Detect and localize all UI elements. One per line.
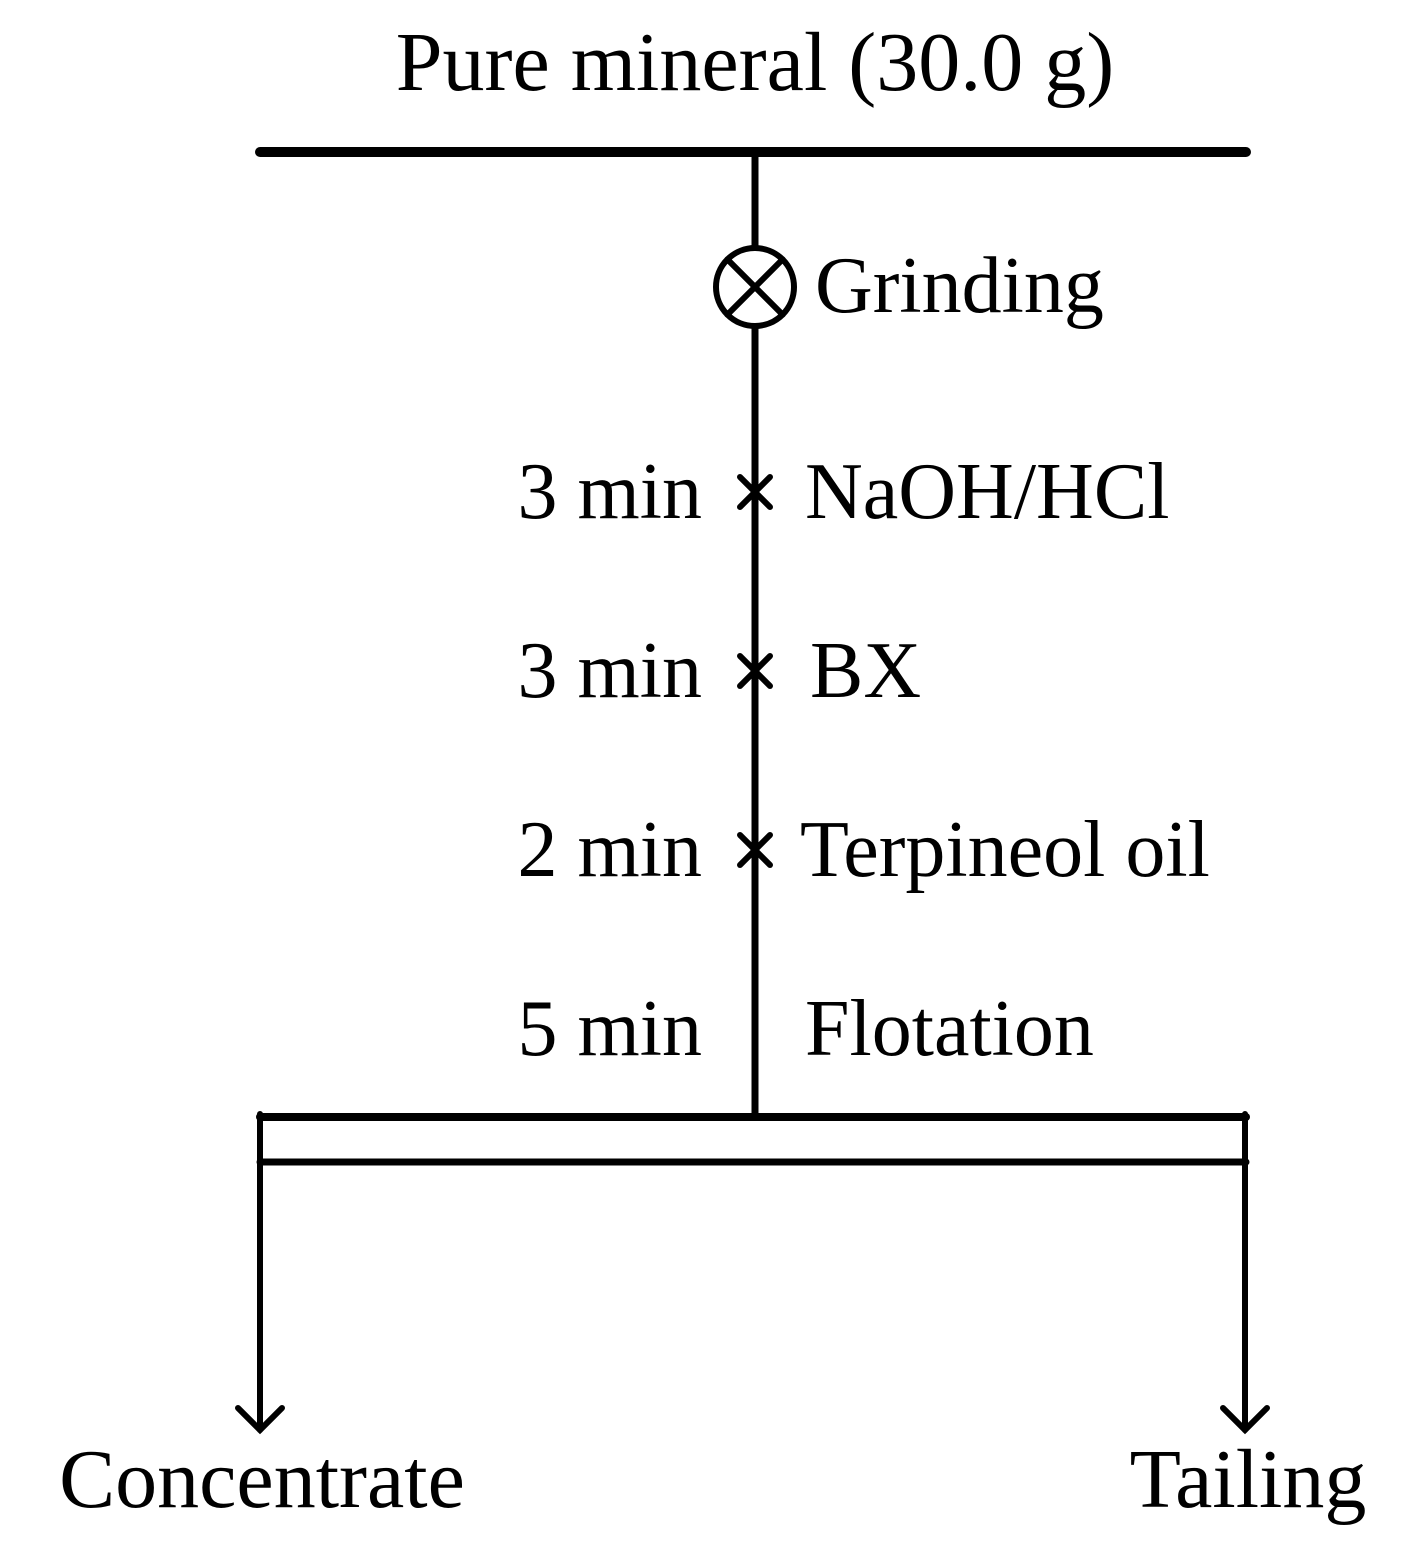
step-time: 5 min: [518, 985, 702, 1073]
step-time: 2 min: [518, 806, 702, 894]
concentrate-arrow: [235, 1159, 285, 1435]
addition-cross-icon: [737, 832, 773, 868]
tailing-label: Tailing: [1130, 1433, 1367, 1526]
addition-cross-icon: [737, 653, 773, 689]
step-time: 3 min: [518, 448, 702, 536]
step-reagent-label: NaOH/HCl: [805, 448, 1169, 536]
step-reagent-label: BX: [810, 627, 921, 715]
grinding-cross-circle-icon: [713, 245, 797, 329]
feed-title: Pure mineral (30.0 g): [396, 16, 1114, 109]
flotation-cell-symbol: [256, 1111, 1250, 1168]
grinding-label: Grinding: [815, 242, 1104, 330]
step-time: 3 min: [518, 627, 702, 715]
step-operation-label: Flotation: [805, 985, 1094, 1073]
concentrate-label: Concentrate: [59, 1433, 465, 1526]
tailing-arrow: [1220, 1159, 1270, 1435]
step-reagent-label: Terpineol oil: [800, 806, 1210, 894]
addition-cross-icon: [737, 474, 773, 510]
